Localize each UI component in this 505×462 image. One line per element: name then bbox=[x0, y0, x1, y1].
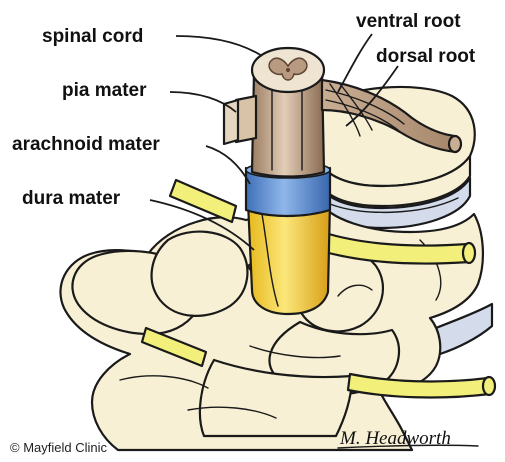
dura-mater-sac bbox=[248, 202, 330, 314]
leader-spinal-cord bbox=[176, 36, 262, 56]
label-dura-mater: dura mater bbox=[22, 188, 121, 209]
nerve-lower-right-end bbox=[483, 377, 495, 395]
label-dorsal-root: dorsal root bbox=[376, 46, 476, 67]
label-arachnoid-mater: arachnoid mater bbox=[12, 134, 160, 155]
leader-arachnoid-mater bbox=[206, 146, 250, 184]
spinal-cord-column bbox=[252, 48, 324, 177]
leader-ventral-root bbox=[338, 34, 372, 92]
label-ventral-root: ventral root bbox=[356, 11, 461, 32]
nerve-middle-right-end bbox=[463, 243, 475, 263]
pia-mater-flap bbox=[224, 96, 256, 144]
label-spinal-cord: spinal cord bbox=[42, 26, 143, 47]
label-pia-mater: pia mater bbox=[62, 80, 147, 101]
nerve-upper-left bbox=[170, 180, 236, 222]
copyright-credit: © Mayfield Clinic bbox=[10, 440, 107, 455]
